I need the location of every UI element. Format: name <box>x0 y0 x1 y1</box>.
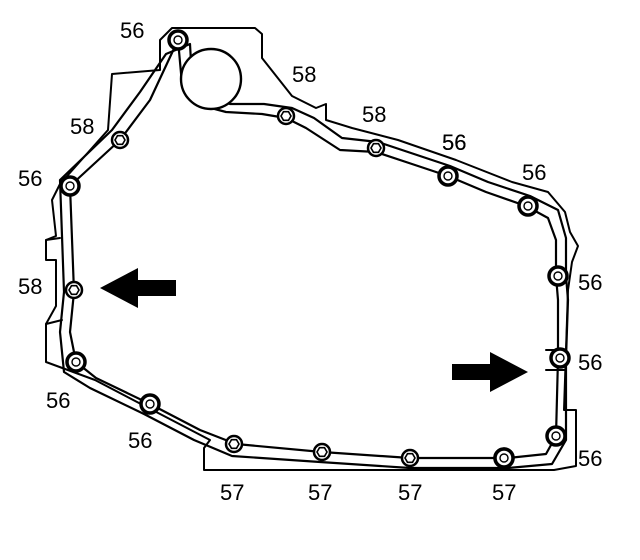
bolt-hex-b2 <box>276 106 296 126</box>
callout-56-c5: 56 <box>442 130 466 155</box>
round-opening <box>179 47 243 111</box>
callout-57-c17: 57 <box>398 480 422 505</box>
callout-56-c6: 56 <box>522 160 546 185</box>
callout-56-c14: 56 <box>442 130 466 155</box>
arrow-layer <box>100 268 528 392</box>
bolt-flanged-b7 <box>517 195 539 217</box>
bolt-hex-b13 <box>224 434 244 454</box>
left-tab-lower <box>45 319 63 325</box>
callout-56-c13: 56 <box>578 446 602 471</box>
bolt-hex-b14 <box>312 442 332 462</box>
bolt-layer <box>59 29 571 469</box>
callout-57-c18: 57 <box>492 480 516 505</box>
callout-56-c10: 56 <box>578 350 602 375</box>
cover-outline <box>45 27 579 471</box>
bolt-flanged-b11 <box>65 351 87 373</box>
gasket-line <box>68 38 560 460</box>
callout-58-c3: 58 <box>362 102 386 127</box>
left-tab-upper <box>45 237 61 241</box>
bolt-flanged-b1 <box>167 29 189 51</box>
bolt-flanged-b9 <box>549 347 571 369</box>
bolt-flanged-b4 <box>59 175 81 197</box>
callout-58-c4: 58 <box>70 114 94 139</box>
bolt-hex-b3 <box>110 130 130 150</box>
bolt-flanged-b6 <box>437 165 459 187</box>
bolt-hex-b15 <box>400 448 420 468</box>
bolt-flanged-b8 <box>547 265 569 287</box>
callout-58-c2: 58 <box>292 62 316 87</box>
callout-56-c7: 56 <box>18 166 42 191</box>
arrow-right-icon <box>452 352 528 392</box>
callout-56-c11: 56 <box>46 388 70 413</box>
callout-57-c16: 57 <box>308 480 332 505</box>
callout-56-c12: 56 <box>128 428 152 453</box>
callout-58-c8: 58 <box>18 274 42 299</box>
bolt-flanged-b18 <box>493 447 515 469</box>
arrow-left-icon <box>100 268 176 308</box>
callout-56-c1: 56 <box>120 18 144 43</box>
bolt-hex-b5 <box>366 138 386 158</box>
callout-56-c9: 56 <box>578 270 602 295</box>
bolt-flanged-b10 <box>545 425 567 447</box>
bolt-flanged-b17 <box>139 393 161 415</box>
bolt-hex-b12 <box>64 280 84 300</box>
callout-57-c15: 57 <box>220 480 244 505</box>
